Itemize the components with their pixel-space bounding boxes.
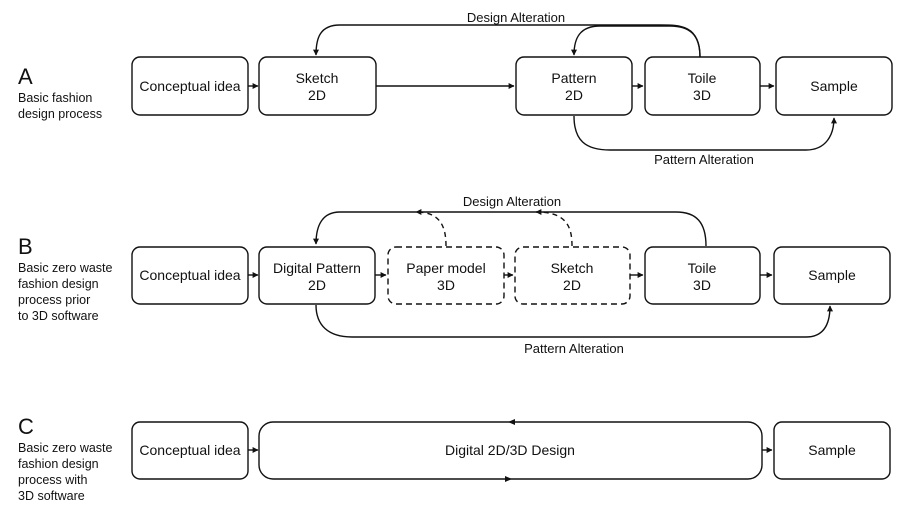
node-b-sketch: Sketch 2D [514,246,631,305]
section-b-desc-line-1: Basic zero waste [18,261,113,275]
node-label: Digital 2D/3D Design [445,442,575,458]
section-c-desc-line-4: 3D software [18,489,85,503]
section-c-desc-line-3: process with [18,473,88,487]
edge-a-toile-to-pattern [571,25,701,58]
node-box [775,56,893,116]
node-label: Conceptual idea [139,267,240,283]
node-sublabel: 2D [563,277,581,293]
section-c-desc-line-1: Basic zero waste [18,441,113,455]
node-b-sample: Sample [773,246,891,305]
node-sublabel: 2D [565,87,583,103]
cycle-arrow-bottom-icon [505,476,512,482]
node-a-sketch: Sketch 2D [258,56,377,116]
label-b-design-alteration: Design Alteration [463,194,561,209]
section-a-desc-line-2: design process [18,107,102,121]
edge-b-paper-model-feedback [415,209,447,247]
node-label: Sample [808,442,856,458]
node-b-digital-pattern: Digital Pattern 2D [258,246,376,305]
node-label: Conceptual idea [139,78,240,94]
node-sublabel: 3D [437,277,455,293]
section-b: B Basic zero waste fashion design proces… [18,194,891,356]
node-label: Toile [688,260,717,276]
node-box [515,56,633,116]
node-b-toile: Toile 3D [644,246,761,305]
section-c: C Basic zero waste fashion design proces… [18,414,891,503]
edge-b-pattern-alteration [315,304,833,338]
node-a-toile: Toile 3D [644,56,761,116]
label-a-pattern-alteration: Pattern Alteration [654,152,754,167]
node-label: Paper model [406,260,485,276]
label-a-design-alteration: Design Alteration [467,10,565,25]
section-b-desc-line-2: fashion design [18,277,99,291]
node-b-conceptual-idea: Conceptual idea [131,246,249,305]
node-box [131,421,249,480]
node-label: Sketch [296,70,339,86]
node-label: Conceptual idea [139,442,240,458]
node-box [258,246,376,305]
node-box [514,246,631,305]
node-sublabel: 3D [693,277,711,293]
edge-b-design-alteration [313,211,707,247]
node-label: Digital Pattern [273,260,361,276]
section-a-letter: A [18,64,33,89]
node-label: Sample [810,78,858,94]
node-sublabel: 3D [693,87,711,103]
node-box [131,56,249,116]
section-a-desc-line-1: Basic fashion [18,91,92,105]
label-b-pattern-alteration: Pattern Alteration [524,341,624,356]
section-c-letter: C [18,414,34,439]
node-c-digital-design: Digital 2D/3D Design [258,419,763,482]
node-sublabel: 2D [308,277,326,293]
node-box [258,56,377,116]
node-a-conceptual-idea: Conceptual idea [131,56,249,116]
node-a-pattern: Pattern 2D [515,56,633,116]
node-c-sample: Sample [773,421,891,480]
node-box [773,421,891,480]
node-label: Pattern [551,70,596,86]
node-label: Sketch [551,260,594,276]
node-sublabel: 2D [308,87,326,103]
node-label: Sample [808,267,856,283]
node-box [644,246,761,305]
node-label: Toile [688,70,717,86]
edge-b-sketch-feedback [535,209,573,247]
cycle-arrow-top-icon [508,419,515,425]
section-c-desc-line-2: fashion design [18,457,99,471]
section-b-letter: B [18,234,33,259]
node-box [131,246,249,305]
node-box [773,246,891,305]
node-box [644,56,761,116]
section-b-desc-line-3: process prior [18,293,90,307]
edge-a-design-alteration [313,24,701,58]
node-a-sample: Sample [775,56,893,116]
node-b-paper-model: Paper model 3D [387,246,505,305]
section-a: A Basic fashion design process Design Al… [18,10,893,167]
node-c-conceptual-idea: Conceptual idea [131,421,249,480]
edge-a-pattern-alteration [573,115,837,151]
node-box [387,246,505,305]
section-b-desc-line-4: to 3D software [18,309,99,323]
